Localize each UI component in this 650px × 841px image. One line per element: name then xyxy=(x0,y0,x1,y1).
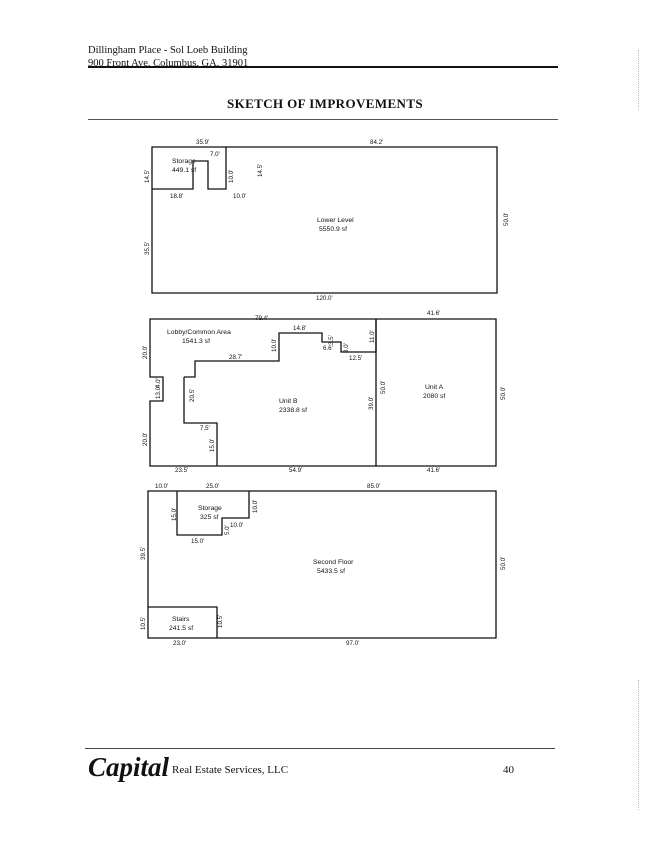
dim-label: 25.0' xyxy=(206,483,219,490)
dim-label: 10.0' xyxy=(252,500,259,513)
dim-label: 12.5' xyxy=(349,355,362,362)
property-address: 900 Front Ave, Columbus, GA, 31901 xyxy=(88,58,249,69)
lobby-partition-2 xyxy=(184,319,377,378)
second-storage-outline xyxy=(176,491,250,536)
lower-storage-outline xyxy=(152,147,227,190)
second-floor-name: Second Floor xyxy=(313,559,354,566)
dim-label: 10.0' xyxy=(271,339,278,352)
lobby-name: Lobby/Common Area xyxy=(167,329,231,336)
dim-label: 39.0' xyxy=(368,397,375,410)
dim-label: 85.0' xyxy=(367,483,380,490)
dim-label: 10.5' xyxy=(140,617,147,630)
property-name: Dillingham Place - Sol Loeb Building xyxy=(88,45,248,56)
dim-label: 35.9' xyxy=(196,139,209,146)
dim-label: 7.0' xyxy=(210,151,220,158)
unit-a-area: 2080 sf xyxy=(423,393,445,400)
second-floor-outline xyxy=(147,490,497,639)
dim-label: 41.6' xyxy=(427,467,440,474)
scan-edge-mark xyxy=(638,50,639,110)
dim-label: 20.0' xyxy=(142,346,149,359)
dim-label: 23.5' xyxy=(175,467,188,474)
dim-label: 15.0' xyxy=(209,439,216,452)
stairs-name: Stairs xyxy=(172,616,190,623)
dim-label: 5.0' xyxy=(224,525,231,535)
dim-label: 15.0' xyxy=(171,508,178,521)
dim-label: 97.0' xyxy=(346,640,359,647)
scan-edge-mark xyxy=(638,680,639,810)
dim-label: 3.0' xyxy=(343,343,350,353)
lower-level-outline xyxy=(151,146,498,294)
page-title: SKETCH OF IMPROVEMENTS xyxy=(226,96,424,111)
title-rule xyxy=(88,119,558,120)
dim-label: 23.0' xyxy=(173,640,186,647)
page-number: 40 xyxy=(503,764,514,776)
dim-label: 50.0' xyxy=(503,213,510,226)
dim-label: 84.2' xyxy=(370,139,383,146)
dim-label: 15.0' xyxy=(191,538,204,545)
second-floor-area: 5433.5 sf xyxy=(317,568,345,575)
dim-label: 28.7' xyxy=(229,354,242,361)
second-storage-area: 325 sf xyxy=(200,514,219,521)
dim-label: 50.0' xyxy=(500,557,507,570)
lower-storage-area: 449.1 sf xyxy=(172,167,196,174)
dim-label: 10.0' xyxy=(228,170,235,183)
company-name: Real Estate Services, LLC xyxy=(172,764,289,776)
dim-label: 10.0' xyxy=(155,483,168,490)
unit-a-name: Unit A xyxy=(425,384,444,391)
stairs-outline xyxy=(148,606,218,638)
dim-label: 18.8' xyxy=(170,193,183,200)
footer-rule xyxy=(85,748,555,749)
document-header: Dillingham Place - Sol Loeb Building 900… xyxy=(88,44,248,70)
dim-label: 10.5' xyxy=(217,615,224,628)
dim-label: 10.0' xyxy=(230,522,243,529)
dim-label: 120.0' xyxy=(316,295,333,302)
dim-label: 3.5' xyxy=(328,335,335,345)
dim-label: 14.8' xyxy=(293,325,306,332)
dim-label: 54.9' xyxy=(289,467,302,474)
dim-label: 4.0' xyxy=(155,378,162,388)
unit-b-area: 2338.8 sf xyxy=(279,407,307,414)
header-rule xyxy=(88,66,558,68)
main-level-outline xyxy=(149,318,497,467)
dim-label: 50.0' xyxy=(500,387,507,400)
lobby-partition xyxy=(183,377,218,466)
dim-label: 7.5' xyxy=(200,425,210,432)
dim-label: 50.0' xyxy=(380,381,387,394)
dim-label: 39.5' xyxy=(140,547,147,560)
stairs-area: 241.5 sf xyxy=(169,625,193,632)
lower-level-name: Lower Level xyxy=(317,217,354,224)
dim-label: 41.6' xyxy=(427,310,440,317)
dim-label: 14.5' xyxy=(144,170,151,183)
dim-label: 20.5' xyxy=(189,389,196,402)
unit-b-name: Unit B xyxy=(279,398,298,405)
dim-label: 14.5' xyxy=(257,164,264,177)
lower-storage-name: Storage xyxy=(172,158,196,165)
dim-label: 6.6' xyxy=(323,345,333,352)
dim-label: 20.0' xyxy=(142,433,149,446)
dim-label: 79.4' xyxy=(255,315,268,322)
dim-label: 13.0' xyxy=(155,386,162,399)
second-storage-name: Storage xyxy=(198,505,222,512)
dim-label: 11.0' xyxy=(369,330,376,343)
dim-label: 10.0' xyxy=(233,193,246,200)
company-logo: Capital xyxy=(88,752,170,782)
lobby-area: 1541.3 sf xyxy=(182,338,210,345)
lower-level-area: 5550.9 sf xyxy=(319,226,347,233)
dim-label: 35.5' xyxy=(144,242,151,255)
